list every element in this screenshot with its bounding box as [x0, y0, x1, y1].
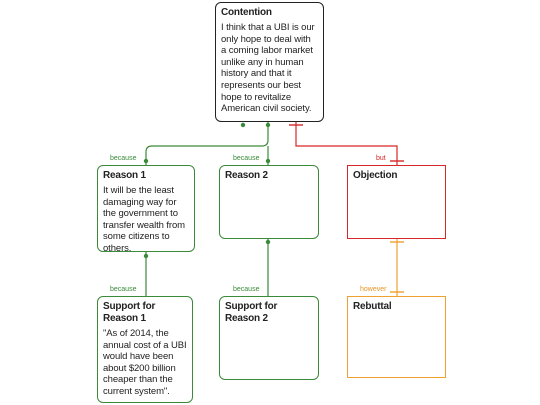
- junction-dot: [240, 122, 246, 128]
- objection-title: Objection: [353, 170, 398, 181]
- reason1-text: It will be the least damaging way for th…: [103, 185, 185, 252]
- support1-box[interactable]: Support for Reason 1 "As of 2014, the an…: [97, 296, 193, 403]
- junction-dot: [143, 253, 149, 259]
- because-label-support1: because: [110, 286, 137, 293]
- reason1-title: Reason 1: [103, 170, 146, 181]
- rebuttal-title: Rebuttal: [353, 301, 392, 312]
- support2-title: Support for Reason 2: [225, 301, 278, 324]
- junction-dot: [265, 158, 271, 164]
- contention-text: I think that a UBI is our only hope to d…: [221, 22, 315, 115]
- reason2-box[interactable]: Reason 2: [219, 165, 319, 239]
- junction-dot: [265, 239, 271, 245]
- support1-text: "As of 2014, the annual cost of a UBI wo…: [103, 328, 187, 397]
- objection-box[interactable]: Objection: [347, 165, 446, 239]
- junction-dot: [265, 122, 271, 128]
- connector-reason1-contention: [145, 122, 269, 165]
- because-label-reason2: because: [233, 155, 260, 162]
- support2-box[interactable]: Support for Reason 2: [219, 296, 319, 380]
- reason1-box[interactable]: Reason 1 It will be the least damaging w…: [97, 165, 195, 252]
- support1-title: Support for Reason 1: [103, 301, 156, 324]
- but-label-objection: but: [376, 155, 386, 162]
- rebuttal-box[interactable]: Rebuttal: [347, 296, 446, 378]
- however-label-rebuttal: however: [360, 286, 387, 293]
- because-label-support2: because: [233, 286, 260, 293]
- contention-box[interactable]: Contention I think that a UBI is our onl…: [215, 2, 324, 122]
- junction-dot: [143, 158, 149, 164]
- because-label-reason1: because: [110, 155, 137, 162]
- reason2-title: Reason 2: [225, 170, 268, 181]
- contention-title: Contention: [221, 7, 272, 18]
- connector-objection-contention: [295, 122, 398, 165]
